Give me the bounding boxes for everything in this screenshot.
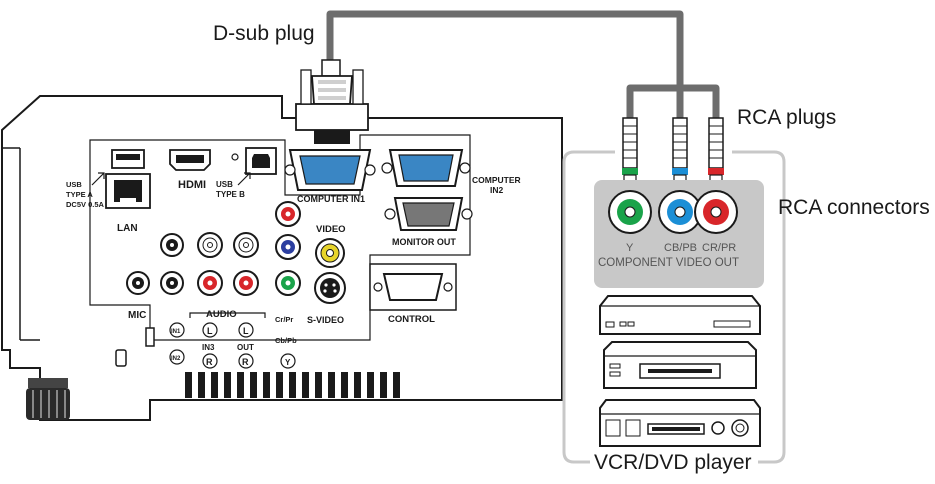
video-label: VIDEO: [316, 224, 346, 235]
usb-type-a-port: [111, 149, 145, 169]
hdd-recorder-icon: [599, 399, 761, 447]
vcr-dvd-player-label: VCR/DVD player: [594, 451, 752, 474]
rca-plugs-label: RCA plugs: [737, 106, 837, 129]
rca-plug-red: [708, 117, 724, 186]
dvd-player-icon: [599, 295, 761, 335]
control-label: CONTROL: [388, 314, 435, 325]
component-video-panel: Y CB/PB CR/PR COMPONENT VIDEO OUT: [594, 180, 764, 288]
usb-type-b-port: [245, 147, 277, 175]
d-sub-plug: [295, 59, 369, 144]
rca-connectors-label: RCA connectors: [778, 196, 930, 219]
in3-label: IN3: [202, 343, 215, 352]
lock-slot-icon: [115, 349, 127, 367]
in1-label: IN1: [171, 329, 181, 335]
panel-cb-pb-label: CB/PB: [664, 242, 697, 254]
usb-type-a-label-1: USB: [66, 180, 82, 189]
projector-text-labels: USB TYPE A DC5V 0.5A HDMI USB TYPE B LAN…: [66, 175, 521, 367]
d-sub-plug-label: D-sub plug: [213, 22, 315, 45]
audio-label: AUDIO: [206, 309, 237, 320]
r-out-label: R: [242, 357, 249, 367]
monitor-out-port: [384, 197, 473, 231]
cr-pr-label: Cr/Pr: [275, 315, 293, 324]
panel-y-label: Y: [626, 242, 634, 254]
computer-in2-port: [381, 149, 471, 187]
video-port: [315, 238, 345, 268]
lan-label: LAN: [117, 223, 138, 234]
hdmi-port: [169, 149, 211, 171]
adjuster-foot: [26, 378, 70, 420]
mic-label: MIC: [128, 310, 146, 321]
projector-rca-jacks: [126, 201, 301, 296]
usb-type-b-label-1: USB: [216, 180, 233, 189]
usb-type-a-label-2: TYPE A: [66, 190, 93, 199]
out-label: OUT: [237, 343, 254, 352]
usb-type-b-label-2: TYPE B: [216, 190, 245, 199]
monitor-out-label: MONITOR OUT: [392, 237, 456, 247]
panel-cr-pr-label: CR/PR: [702, 242, 736, 254]
vcr-icon: [603, 341, 757, 389]
y-label: Y: [285, 358, 291, 367]
audio-markers: [169, 312, 296, 369]
control-port: [369, 263, 457, 311]
vent-slots: [185, 372, 400, 398]
computer-in1-port: [284, 149, 376, 191]
component-cable: [326, 10, 720, 118]
rca-plug-blue: [672, 117, 688, 186]
lan-port: [105, 173, 151, 209]
l-in-label: L: [207, 326, 213, 336]
rca-plug-green: [622, 117, 638, 186]
computer-in1-label: COMPUTER IN1: [297, 194, 365, 204]
s-video-port: [314, 272, 346, 304]
cb-pb-label: Cb/Pb: [275, 336, 297, 345]
l-out-label: L: [243, 326, 249, 336]
computer-in2-label-2: IN2: [490, 185, 504, 195]
panel-title: COMPONENT VIDEO OUT: [598, 257, 739, 269]
in2-label: IN2: [171, 356, 181, 362]
usb-type-a-label-3: DC5V 0.5A: [66, 200, 105, 209]
s-video-label: S-VIDEO: [307, 315, 344, 325]
r-in-label: R: [206, 357, 213, 367]
computer-in2-label-1: COMPUTER: [472, 175, 521, 185]
hdmi-label: HDMI: [178, 179, 206, 191]
